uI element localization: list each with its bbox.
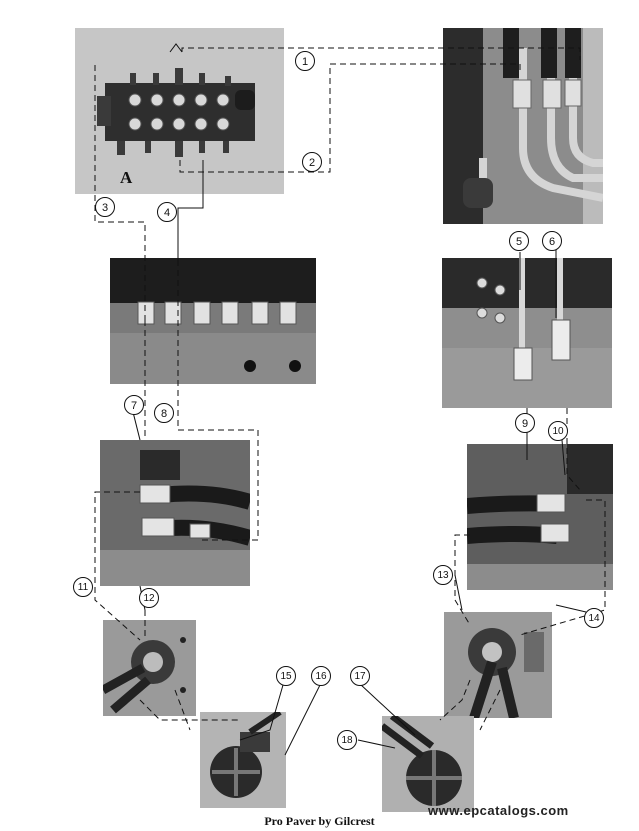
photo-couplings-right <box>467 444 613 590</box>
callout-18: 18 <box>337 730 357 750</box>
photo-tube-fittings-mid-right <box>442 258 612 408</box>
callout-4: 4 <box>157 202 177 222</box>
photo-motor-bottom-right <box>382 716 474 812</box>
callout-14: 14 <box>584 608 604 628</box>
couplings-right-image <box>467 444 613 590</box>
callout-1: 1 <box>295 51 315 71</box>
callout-12: 12 <box>139 588 159 608</box>
callout-15: 15 <box>276 666 296 686</box>
callout-6: 6 <box>542 231 562 251</box>
photo-motor-port-left <box>103 620 196 716</box>
callout-7: 7 <box>124 395 144 415</box>
callout-2: 2 <box>302 152 322 172</box>
manifold-image <box>110 258 316 384</box>
photo-hose-fittings-top-right <box>443 28 603 224</box>
callout-5: 5 <box>509 231 529 251</box>
callout-17: 17 <box>350 666 370 686</box>
photo-couplings-left <box>100 440 250 586</box>
hose-fittings-image <box>443 28 603 224</box>
callout-11: 11 <box>73 577 93 597</box>
motor-bottom-left-image <box>200 712 286 808</box>
callout-3: 3 <box>95 197 115 217</box>
photo-control-valve <box>75 28 284 194</box>
motor-bottom-right-image <box>382 716 474 812</box>
photo-motor-bottom-left <box>200 712 286 808</box>
control-valve-image <box>75 28 284 194</box>
component-label-a: A <box>120 168 133 187</box>
watermark: www.epcatalogs.com <box>428 803 569 818</box>
callout-9: 9 <box>515 413 535 433</box>
photo-motor-port-right <box>444 612 552 718</box>
photo-manifold-mid-left <box>110 258 316 384</box>
callout-16: 16 <box>311 666 331 686</box>
tube-fittings-image <box>442 258 612 408</box>
callout-8: 8 <box>154 403 174 423</box>
callout-13: 13 <box>433 565 453 585</box>
footer-title: Pro Paver by Gilcrest <box>264 814 375 828</box>
callout-10: 10 <box>548 421 568 441</box>
couplings-left-image <box>100 440 250 586</box>
motor-port-right-image <box>444 612 552 718</box>
motor-port-left-image <box>103 620 196 716</box>
